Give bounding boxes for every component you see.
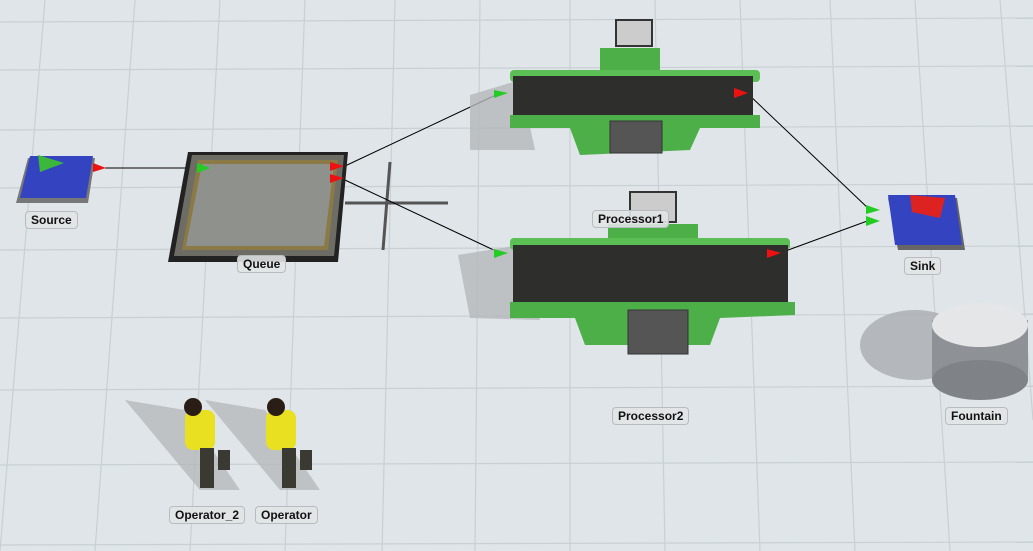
processor1-label[interactable]: Processor1: [592, 210, 670, 228]
source-arrow-icon: [38, 155, 64, 172]
queue-object[interactable]: [168, 152, 348, 262]
source-object[interactable]: [16, 155, 106, 203]
output-port-icon: [93, 163, 106, 172]
operator-2-figure[interactable]: [125, 398, 240, 490]
processor2-label[interactable]: Processor2: [612, 407, 690, 425]
processor1-object[interactable]: [470, 19, 760, 155]
output-port-icon: [330, 162, 344, 171]
input-port-icon: [866, 205, 880, 214]
source-label[interactable]: Source: [25, 211, 78, 229]
input-port-icon: [494, 249, 508, 258]
output-port-icon: [734, 88, 748, 98]
input-port-icon: [866, 216, 880, 226]
operator-2-label[interactable]: Operator_2: [169, 506, 246, 524]
operator-figure[interactable]: [205, 398, 320, 490]
output-port-icon: [330, 174, 344, 183]
input-port-icon: [197, 163, 210, 173]
queue-label[interactable]: Queue: [237, 255, 287, 273]
sink-flag-icon: [910, 195, 945, 218]
input-port-icon: [494, 90, 508, 98]
sink-object[interactable]: [866, 195, 965, 250]
output-port-icon: [767, 249, 781, 258]
operator-label[interactable]: Operator: [255, 506, 318, 524]
axis-marker: [345, 161, 448, 251]
fountain-object[interactable]: [860, 303, 1028, 400]
processor2-object[interactable]: [458, 191, 795, 355]
sink-label[interactable]: Sink: [904, 257, 942, 275]
fountain-label[interactable]: Fountain: [945, 407, 1008, 425]
